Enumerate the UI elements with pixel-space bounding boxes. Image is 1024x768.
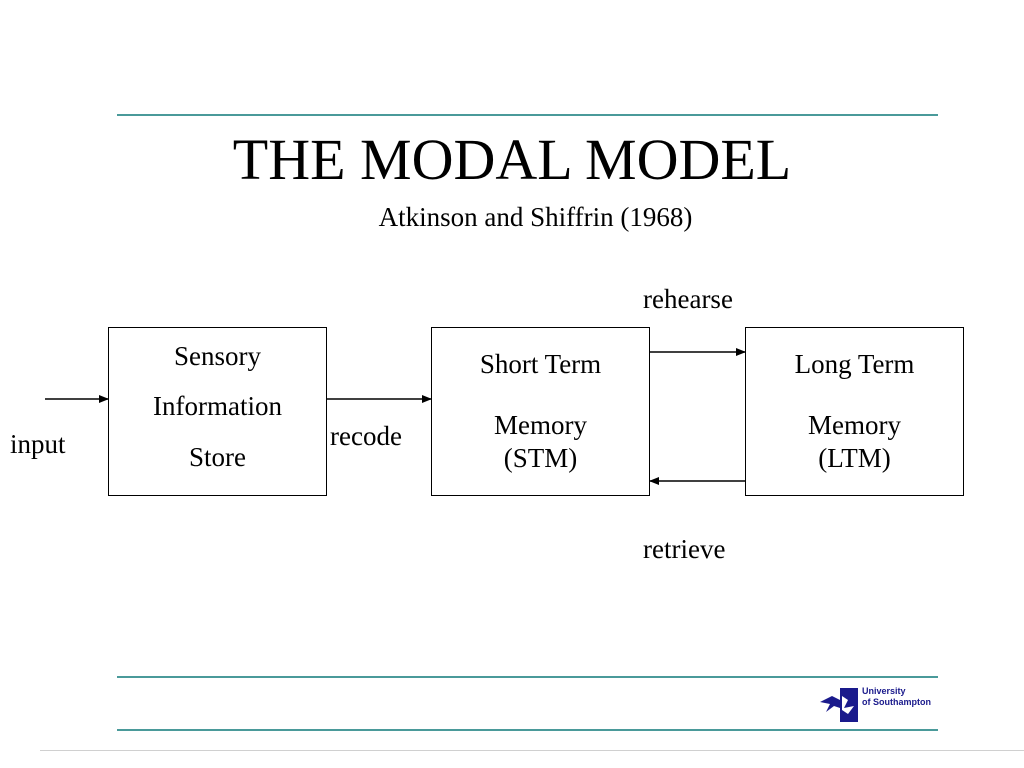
ltm-line-1: Long Term (794, 349, 915, 379)
stm-line-2: Memory (494, 410, 587, 440)
sensory-store-box: Sensory Information Store (108, 327, 327, 496)
sensory-line-2: Information (153, 391, 282, 421)
long-term-memory-box: Long Term Memory (LTM) (745, 327, 964, 496)
university-logo-icon (820, 688, 858, 722)
retrieve-label: retrieve (643, 534, 726, 564)
logo-line-1: University (862, 686, 906, 696)
logo-line-2: of Southampton (862, 697, 931, 707)
input-label: input (10, 429, 66, 459)
recode-label: recode (330, 421, 402, 451)
university-logo-text: University of Southampton (862, 686, 931, 708)
top-rule (117, 114, 938, 116)
bottom-rule-lower (117, 729, 938, 731)
bottom-rule-upper (117, 676, 938, 678)
stm-line-3: (STM) (503, 443, 578, 473)
ltm-line-2: Memory (808, 410, 901, 440)
ltm-line-3: (LTM) (818, 443, 891, 473)
slide-title: THE MODAL MODEL (232, 127, 792, 192)
sensory-line-1: Sensory (174, 341, 261, 371)
slide-subtitle: Atkinson and Shiffrin (1968) (378, 202, 693, 232)
short-term-memory-box: Short Term Memory (STM) (431, 327, 650, 496)
footer-divider (40, 750, 1024, 751)
rehearse-label: rehearse (643, 284, 733, 314)
stm-line-1: Short Term (479, 349, 602, 379)
sensory-line-3: Store (189, 442, 246, 472)
